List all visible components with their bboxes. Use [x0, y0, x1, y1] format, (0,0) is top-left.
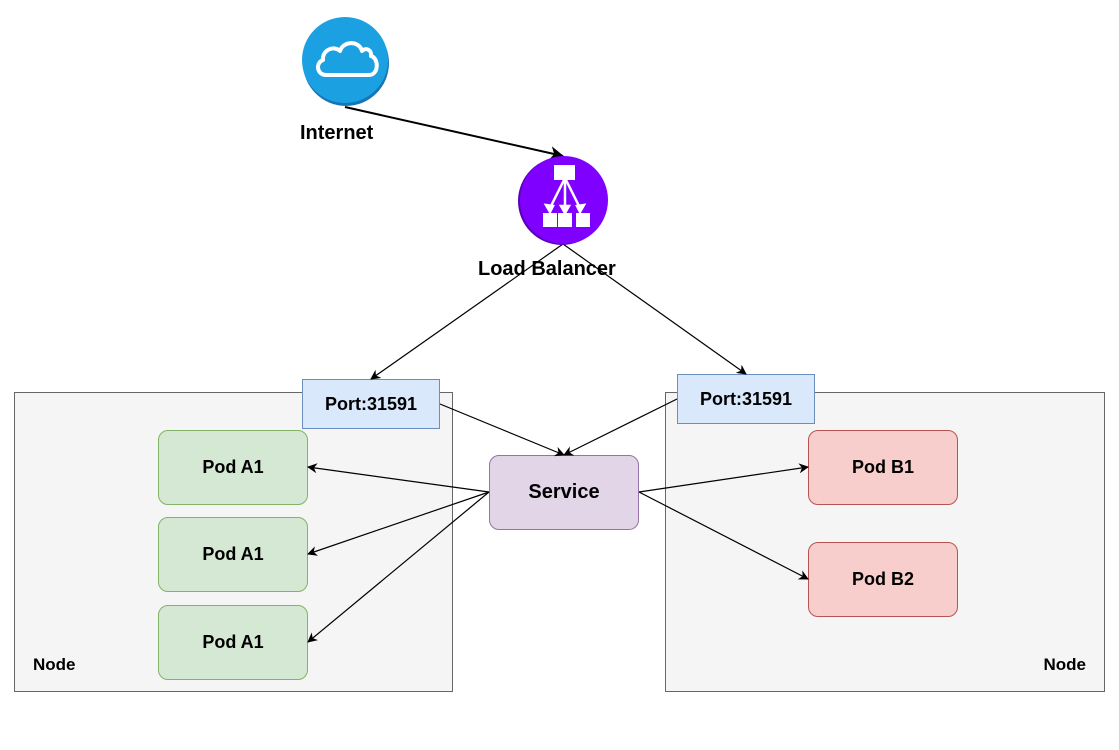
- load-balancer-icon: [518, 156, 608, 245]
- node-right-label: Node: [1043, 655, 1087, 674]
- pod-b2[interactable]: Pod B2: [808, 542, 958, 617]
- load-balancer[interactable]: [518, 156, 609, 246]
- service[interactable]: Service: [489, 455, 639, 530]
- internet[interactable]: [302, 17, 390, 107]
- load-balancer-label: Load Balancer: [478, 258, 616, 280]
- pod-a1-3[interactable]: Pod A1: [158, 605, 308, 680]
- node-left-label: Node: [33, 655, 76, 674]
- port-left[interactable]: Port:31591: [302, 379, 440, 429]
- pod-a1-1[interactable]: Pod A1: [158, 430, 308, 505]
- pod-b1[interactable]: Pod B1: [808, 430, 958, 505]
- cloud-icon: [302, 17, 389, 106]
- edge-port-right-to-service: [563, 398, 678, 456]
- pod-a1-2[interactable]: Pod A1: [158, 517, 308, 592]
- internet-label: Internet: [300, 122, 374, 144]
- edge-internet-to-load-balancer: [344, 106, 564, 160]
- edge-port-left-to-service: [439, 403, 565, 457]
- port-right[interactable]: Port:31591: [677, 374, 815, 424]
